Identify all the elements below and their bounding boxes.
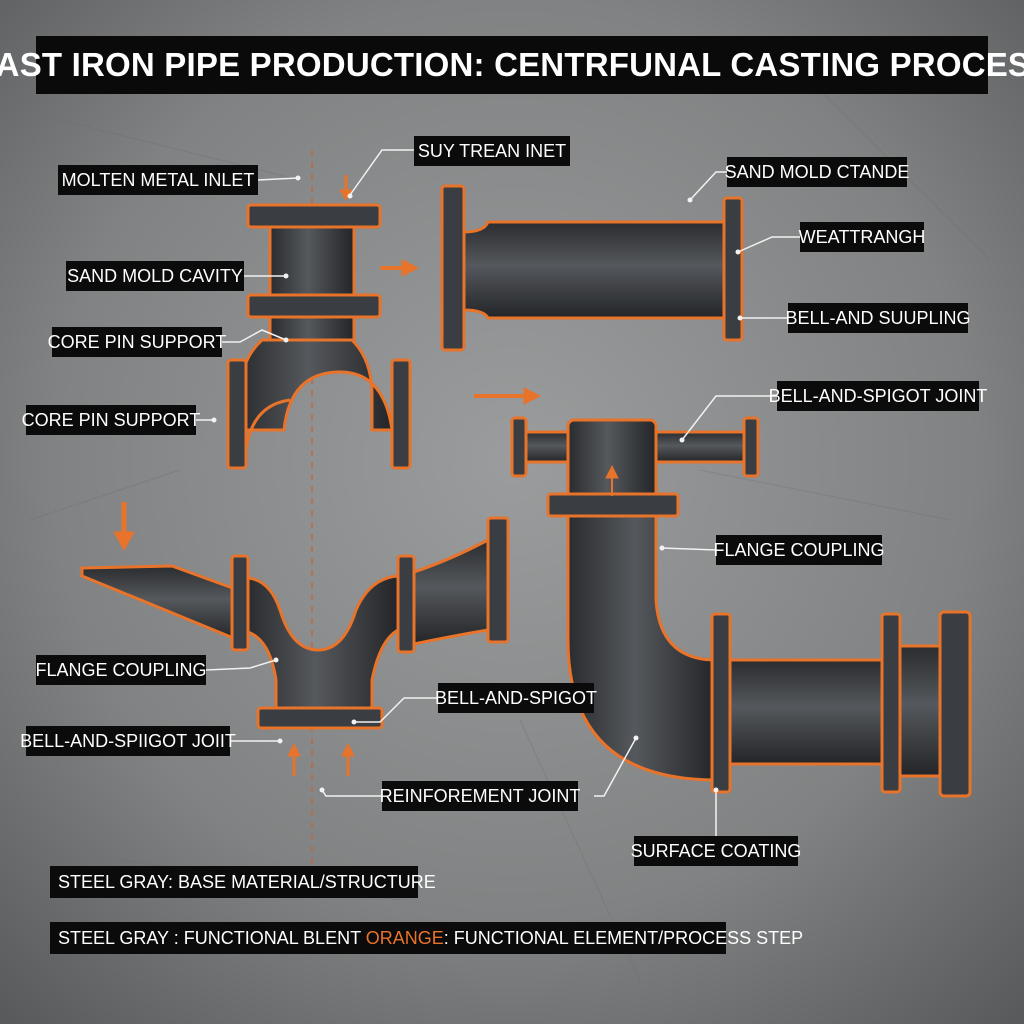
label-bell-and-spigot-joint: BELL-AND-SPIGOT JOINT (769, 381, 987, 411)
legend-line2-accent: ORANGE (365, 927, 444, 948)
label-flange-coupling-left: FLANGE COUPLING (35, 655, 207, 685)
label-flange-coupling-right: FLANGE COUPLING (713, 535, 885, 565)
leader-lines (196, 149, 800, 838)
page-title: CAST IRON PIPE PRODUCTION: CENTRFUNAL CA… (0, 36, 1024, 94)
leader-dots (211, 175, 743, 793)
label-molten-metal-inlet: MOLTEN METAL INLET (58, 165, 258, 195)
legend-line1-text: STEEL GRAY: BASE MATERIAL/STRUCTURE (58, 871, 436, 892)
label-suy-trean-inet: SUY TREAN INET (414, 136, 570, 166)
legend-line2-suffix: : FUNCTIONAL ELEMENT/PROCESS STEP (443, 927, 804, 948)
right-elbow-assembly (510, 416, 972, 798)
label-reinforement-joint: REINFOREMENT JOINT (380, 781, 580, 811)
label-core-pin-support-upper: CORE PIN SUPPORT (48, 327, 226, 357)
top-right-pipe (440, 184, 744, 352)
legend-line2-prefix: STEEL GRAY : FUNCTIONAL BLENT (58, 927, 366, 948)
legend-functional-element: STEEL GRAY : FUNCTIONAL BLENT ORANGE: FU… (50, 922, 803, 954)
label-surface-coating: SURFACE COATING (631, 836, 801, 866)
legend-base-material: STEEL GRAY: BASE MATERIAL/STRUCTURE (50, 866, 436, 898)
label-bell-and-spigot: BELL-AND-SPIGOT (435, 683, 597, 713)
label-sand-mold-cavity: SAND MOLD CAVITY (66, 261, 244, 291)
bottom-left-branch-pipe (80, 516, 510, 730)
label-bell-and-spiigot-joiit: BELL-AND-SPIIGOT JOIIT (20, 726, 236, 756)
process-arrows (113, 175, 619, 776)
top-left-tee-fitting (226, 203, 412, 470)
label-core-pin-support-lower: CORE PIN SUPPORT (22, 405, 200, 435)
label-weattrangh: WEATTRANGH (799, 222, 925, 252)
label-bell-and-suupling: BELL-AND SUUPLING (785, 303, 971, 333)
label-sand-mold-ctande: SAND MOLD CTANDE (725, 157, 909, 187)
